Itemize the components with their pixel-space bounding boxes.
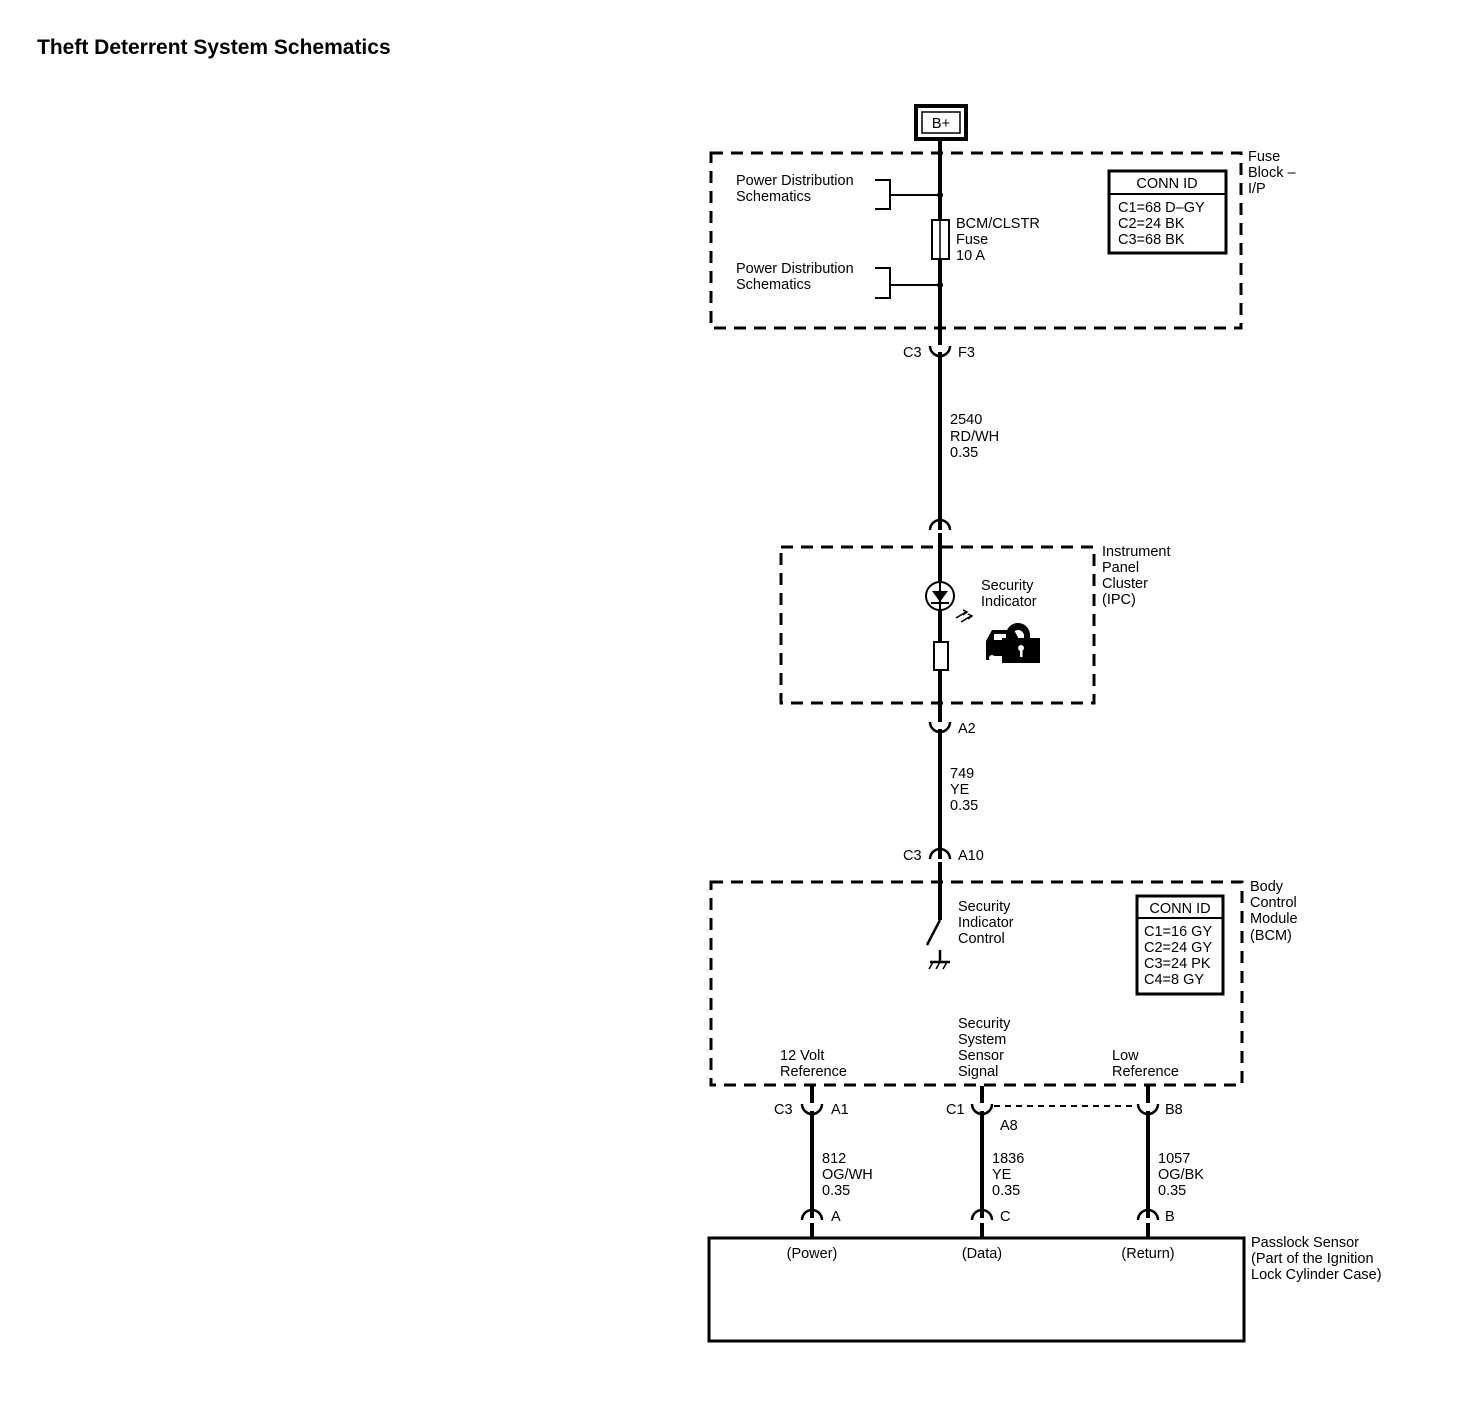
bcm-name: (BCM) <box>1250 928 1292 944</box>
fuse-label: 10 A <box>956 248 985 264</box>
security-indicator-control-switch <box>925 919 950 970</box>
control-label: Control <box>958 931 1005 947</box>
bcm-conn-id-table: CONN ID C1=16 GY C2=24 GY C3=24 PK C4=8 … <box>1135 894 1225 996</box>
indicator-label: Security <box>981 578 1034 594</box>
ipc-name: Cluster <box>1102 576 1148 592</box>
connector-label: C1 <box>946 1102 965 1118</box>
conn-id-line: C1=16 GY <box>1144 924 1212 940</box>
bcm-pin-label: Security <box>958 1016 1011 1032</box>
power-dist-label: Schematics <box>736 189 811 205</box>
bcm-boundary <box>709 880 1244 1087</box>
pin-label: A10 <box>958 848 984 864</box>
bcm-pin-label: System <box>958 1032 1006 1048</box>
pin-label: B <box>1165 1209 1175 1225</box>
connector-ipc-top <box>928 518 952 531</box>
bcm-name: Module <box>1250 911 1298 927</box>
connector-sensor-c: C <box>970 1208 1010 1238</box>
connector-sensor-b: B <box>1136 1208 1175 1238</box>
wire-gauge-label: 0.35 <box>950 798 978 814</box>
power-distribution-ref-1: Power Distribution Schematics <box>736 173 943 210</box>
b-plus-label: B+ <box>932 116 950 132</box>
conn-id-line: C2=24 GY <box>1144 940 1212 956</box>
connector-c3-a1: C3 A1 <box>774 1102 849 1118</box>
fuse-label: BCM/CLSTR <box>956 216 1040 232</box>
power-dist-label: Power Distribution <box>736 173 854 189</box>
sensor-pin-function: (Return) <box>1121 1246 1174 1262</box>
conn-id-line: C2=24 BK <box>1118 216 1185 232</box>
fuse-block-name-3: I/P <box>1248 181 1266 197</box>
pin-label: A8 <box>1000 1118 1018 1134</box>
indicator-label: Indicator <box>981 594 1037 610</box>
bcm-pin-label: 12 Volt <box>780 1048 824 1064</box>
connector-label: C3 <box>903 848 922 864</box>
page-title: Theft Deterrent System Schematics <box>37 36 391 59</box>
pin-label: A2 <box>958 721 976 737</box>
wire-color-label: YE <box>992 1167 1012 1183</box>
conn-id-header: CONN ID <box>1136 176 1197 192</box>
connector-label: C3 <box>903 345 922 361</box>
security-indicator-led-icon <box>925 581 974 623</box>
wire-circuit-label: 812 <box>822 1151 846 1167</box>
bcm-pin-label: Sensor <box>958 1048 1004 1064</box>
conn-id-line: C1=68 D–GY <box>1118 200 1205 216</box>
fuse-block-name-2: Block – <box>1248 165 1296 181</box>
conn-id-line: C3=24 PK <box>1144 956 1211 972</box>
wire-circuit-label: 1057 <box>1158 1151 1190 1167</box>
bcm-name: Control <box>1250 895 1297 911</box>
fuse-block-name-1: Fuse <box>1248 149 1280 165</box>
wire-gauge-label: 0.35 <box>992 1183 1020 1199</box>
ipc-name: Instrument <box>1102 544 1171 560</box>
power-distribution-ref-2: Power Distribution Schematics <box>736 261 943 299</box>
passlock-name: (Part of the Ignition <box>1251 1251 1374 1267</box>
bcm-pin-label: Reference <box>780 1064 847 1080</box>
bcm-pin-label: Reference <box>1112 1064 1179 1080</box>
connector-b8: B8 <box>1136 1102 1183 1118</box>
wire-gauge-label: 0.35 <box>950 445 978 461</box>
bcm-pin-label: Low <box>1112 1048 1139 1064</box>
sensor-pin-function: (Data) <box>962 1246 1002 1262</box>
power-dist-label: Schematics <box>736 277 811 293</box>
connector-c3-a10: C3 A10 <box>903 847 984 864</box>
connector-label: C3 <box>774 1102 793 1118</box>
control-label: Indicator <box>958 915 1014 931</box>
power-dist-label: Power Distribution <box>736 261 854 277</box>
car-padlock-icon <box>986 623 1040 663</box>
wire-gauge-label: 0.35 <box>822 1183 850 1199</box>
bcm-name: Body <box>1250 879 1284 895</box>
wire-circuit-label: 1836 <box>992 1151 1024 1167</box>
pin-label: C <box>1000 1209 1010 1225</box>
control-label: Security <box>958 899 1011 915</box>
wire-circuit-label: 749 <box>950 766 974 782</box>
passlock-sensor-box <box>707 1236 1246 1343</box>
bcm-pin-label: Signal <box>958 1064 998 1080</box>
fuse-label: Fuse <box>956 232 988 248</box>
pin-label: B8 <box>1165 1102 1183 1118</box>
wire-color-label: YE <box>950 782 970 798</box>
fuse-block-boundary <box>709 151 1243 330</box>
pin-label: A <box>831 1209 841 1225</box>
b-plus-terminal: B+ <box>914 104 968 141</box>
connector-sensor-a: A <box>800 1208 841 1238</box>
wire-color-label: OG/WH <box>822 1167 873 1183</box>
ipc-name: (IPC) <box>1102 592 1136 608</box>
wire-gauge-label: 0.35 <box>1158 1183 1186 1199</box>
bcm-clstr-fuse: BCM/CLSTR Fuse 10 A <box>931 216 1040 264</box>
wire-color-label: OG/BK <box>1158 1167 1204 1183</box>
conn-id-line: C4=8 GY <box>1144 972 1204 988</box>
pin-label: A1 <box>831 1102 849 1118</box>
pin-label: F3 <box>958 345 975 361</box>
fuse-block-conn-id-table: CONN ID C1=68 D–GY C2=24 BK C3=68 BK <box>1107 169 1228 255</box>
wire-circuit-label: 2540 <box>950 412 982 428</box>
conn-id-line: C3=68 BK <box>1118 232 1185 248</box>
ipc-resistor <box>933 641 949 671</box>
connector-a2: A2 <box>928 721 976 737</box>
conn-id-header: CONN ID <box>1149 901 1210 917</box>
ipc-name: Panel <box>1102 560 1139 576</box>
passlock-name: Lock Cylinder Case) <box>1251 1267 1382 1283</box>
ipc-boundary <box>779 545 1096 705</box>
wire-color-label: RD/WH <box>950 429 999 445</box>
passlock-name: Passlock Sensor <box>1251 1235 1359 1251</box>
sensor-pin-function: (Power) <box>787 1246 838 1262</box>
